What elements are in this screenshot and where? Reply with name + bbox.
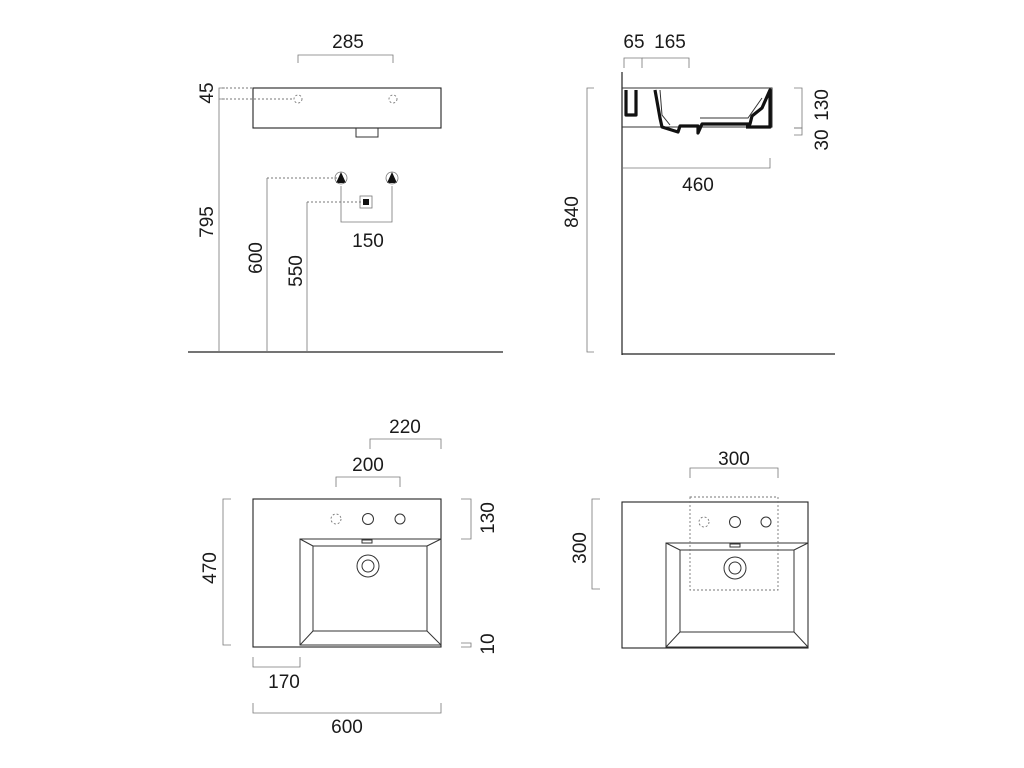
drain-outer-ref (723, 556, 747, 580)
drain-inner-ref (728, 561, 742, 575)
drain-outer (356, 554, 380, 578)
tap-hole-left (293, 94, 303, 104)
bowl-outer (299, 538, 442, 646)
ref-corner-br (793, 631, 809, 648)
bowl-inner (312, 545, 428, 632)
dim-150-label: 150 (352, 231, 384, 252)
basin-section-inner (659, 89, 763, 126)
dim-165-bracket (642, 57, 690, 68)
dim-470-label: 470 (200, 552, 221, 584)
dim-795-label: 795 (197, 206, 218, 238)
supply-right-ring (385, 171, 399, 185)
dim-150-bracket (340, 186, 393, 223)
supply-left-ring (334, 171, 348, 185)
dim-45-label: 45 (197, 82, 218, 103)
drain-spout (355, 128, 379, 138)
tap-hole-ref-3 (760, 516, 772, 528)
bowl-outer-ref (665, 542, 809, 648)
ref-corner-bl (665, 631, 681, 648)
dim-300-vertical-bracket (591, 498, 600, 590)
dim-10-bracket (461, 642, 472, 648)
tap-hole-ref-2 (729, 516, 741, 528)
basin-front (252, 87, 442, 129)
basin-section-profile (624, 88, 772, 135)
dim-600-width-bracket (252, 703, 442, 714)
tap-hole-right (388, 94, 398, 104)
overflow-slot-ref (729, 543, 741, 548)
dim-130-bracket (794, 87, 803, 129)
drain-inner (361, 559, 375, 573)
dim-300-vertical-label: 300 (570, 532, 591, 564)
dim-550-label: 550 (286, 255, 307, 287)
tap-zone-square (689, 496, 779, 591)
dim-840-bracket (586, 87, 594, 353)
tap-hole-3 (394, 513, 406, 525)
tap-hole-ref-1 (698, 516, 710, 528)
dim-10-label: 10 (478, 633, 499, 654)
dim-170-bracket (252, 657, 301, 668)
bowl-corner-br (426, 630, 442, 646)
dim-65-bracket (623, 57, 643, 68)
dim-130-top-bracket (461, 498, 472, 540)
dim-130-side-label: 130 (812, 89, 833, 121)
tap-hole-2 (362, 513, 374, 525)
dim-30-bracket (794, 127, 803, 136)
dim-600-label: 600 (246, 242, 267, 274)
ref-corner-tl (665, 542, 681, 551)
front-view: 285 45 795 600 550 150 (188, 32, 503, 353)
dim-165-label: 165 (654, 32, 686, 53)
top-view-three-hole: 220 200 470 130 10 170 600 (200, 417, 499, 738)
dim-285-bracket (297, 54, 394, 63)
basin-top-outline-ref (621, 501, 809, 649)
bowl-corner-bl (299, 630, 314, 646)
dim-840-label: 840 (562, 196, 583, 228)
ref-corner-tr (793, 542, 809, 551)
dim-170-label: 170 (268, 672, 300, 693)
top-view-reference: 300 300 (570, 449, 809, 649)
dim-600-width-label: 600 (331, 717, 363, 738)
dim-130-top-label: 130 (478, 502, 499, 534)
supply-left-icon (336, 172, 346, 183)
dim-460-label: 460 (682, 175, 714, 196)
side-view: 65 165 460 840 130 30 (562, 32, 835, 355)
overflow-slot (361, 539, 373, 544)
tap-hole-1 (330, 513, 342, 525)
bowl-corner-tr (426, 538, 442, 547)
dim-200-bracket (335, 476, 401, 487)
dim-300-horizontal-bracket (689, 467, 779, 478)
bowl-inner-ref (679, 549, 795, 633)
supply-right-icon (387, 172, 397, 183)
dim-220-label: 220 (389, 417, 421, 438)
dim-470-bracket (222, 498, 231, 646)
waste-square-ring (359, 195, 373, 209)
dim-300-horizontal-label: 300 (718, 449, 750, 470)
dim-30-label: 30 (812, 129, 833, 150)
dim-65-label: 65 (623, 32, 644, 53)
basin-top-outline (252, 498, 442, 648)
dim-460-bracket (622, 158, 771, 169)
bowl-corner-tl (299, 538, 314, 547)
waste-square-icon (363, 199, 369, 205)
dim-220-bracket (369, 438, 442, 449)
dim-285-label: 285 (332, 32, 364, 53)
dim-45-bracket (218, 87, 225, 100)
dim-200-label: 200 (352, 455, 384, 476)
